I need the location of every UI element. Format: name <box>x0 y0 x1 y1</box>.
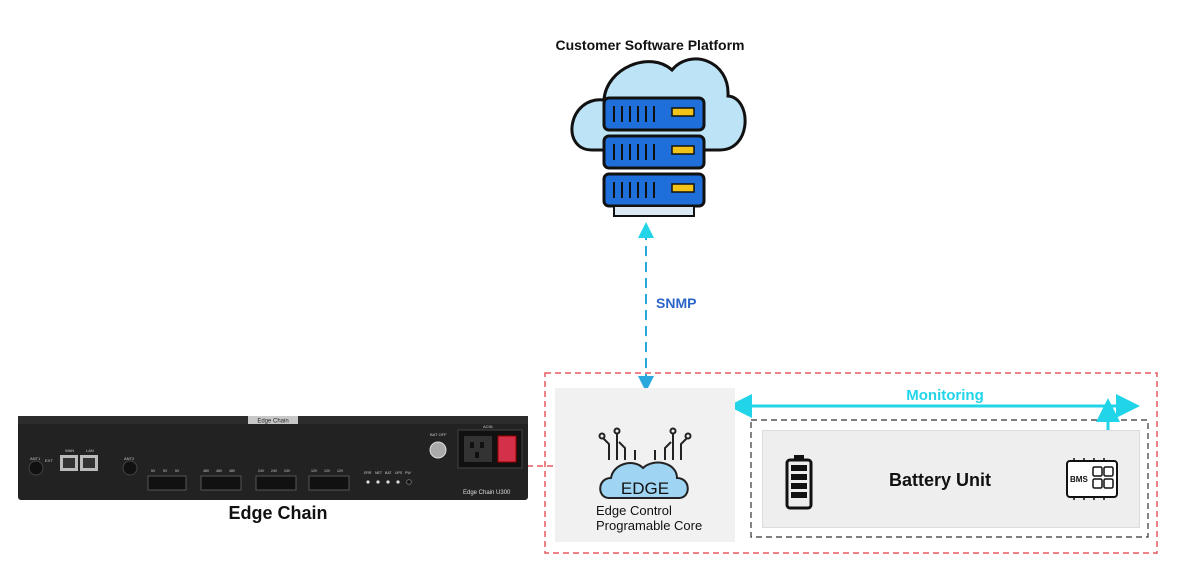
battery-boundary <box>750 419 1149 538</box>
power-switch-icon <box>497 435 517 463</box>
edge-logo-icon: EDGE <box>598 427 692 499</box>
g2-label-3: 48V <box>229 469 236 473</box>
led-label-net: NET <box>375 471 383 475</box>
snmp-label: SNMP <box>656 295 697 311</box>
bms-text: BMS <box>1070 475 1088 484</box>
ant1-label: ANT1 <box>30 456 41 461</box>
battery-icon <box>785 455 813 510</box>
led-label-err: ERR <box>364 471 372 475</box>
lan-label: LAN <box>86 448 94 453</box>
g1-label-2: 5V <box>163 469 168 473</box>
terminal-group-48v: 48V 48V 48V <box>200 469 242 491</box>
status-leds: ERR NET BAT UPS PW <box>364 471 412 485</box>
monitoring-label: Monitoring <box>906 387 984 404</box>
terminal-group-5v: 5V 5V 5V <box>147 469 187 491</box>
edge-core-box <box>555 388 735 542</box>
led-label-pw: PW <box>405 471 411 475</box>
g4-label-1: 12V <box>311 469 318 473</box>
edge-caption-line2: Programable Core <box>596 518 703 533</box>
cloud-platform-title: Customer Software Platform <box>555 37 745 53</box>
bms-chip-icon: BMS <box>1066 458 1118 500</box>
bat-off-label: BAT OFF <box>430 432 447 437</box>
device-top-label: Edge Chain <box>257 419 288 425</box>
g1-label-3: 5V <box>175 469 180 473</box>
bat-off-button-icon <box>429 441 447 459</box>
led-label-ups: UPS <box>395 471 403 475</box>
wan-label: WAN <box>65 448 74 453</box>
edge-logo-text: EDGE <box>621 479 669 498</box>
led-label-bat: BAT <box>385 471 392 475</box>
edge-caption-line1: Edge Control <box>596 503 672 518</box>
device-model-label: Edge Chain U300 <box>463 490 511 496</box>
ant2-label: ANT2 <box>124 456 135 461</box>
ant1-connector-icon <box>28 460 44 476</box>
g3-label-1: 24V <box>258 469 265 473</box>
g4-label-2: 12V <box>324 469 331 473</box>
g3-label-3: 24V <box>284 469 291 473</box>
cloud-server-icon <box>570 57 747 217</box>
terminal-group-24v: 24V 24V 24V <box>255 469 297 491</box>
edge-core-caption: Edge Control Programable Core <box>596 503 702 533</box>
edge-chain-label: Edge Chain <box>228 503 328 523</box>
g4-label-3: 12V <box>337 469 344 473</box>
g1-label-1: 5V <box>151 469 156 473</box>
g2-label-2: 48V <box>216 469 223 473</box>
g2-label-1: 48V <box>203 469 210 473</box>
edge-system-boundary <box>544 372 1158 554</box>
acin-label: ACIN <box>483 424 493 429</box>
terminal-group-12v: 12V 12V 12V <box>308 469 350 491</box>
ext-label: EXT <box>45 458 53 463</box>
ant2-connector-icon <box>122 460 138 476</box>
g3-label-2: 24V <box>271 469 278 473</box>
edge-chain-device-image: Edge Chain ANT1 EXT WAN LAN ANT2 5V 5V 5… <box>18 416 528 500</box>
battery-unit-label: Battery Unit <box>888 470 991 490</box>
